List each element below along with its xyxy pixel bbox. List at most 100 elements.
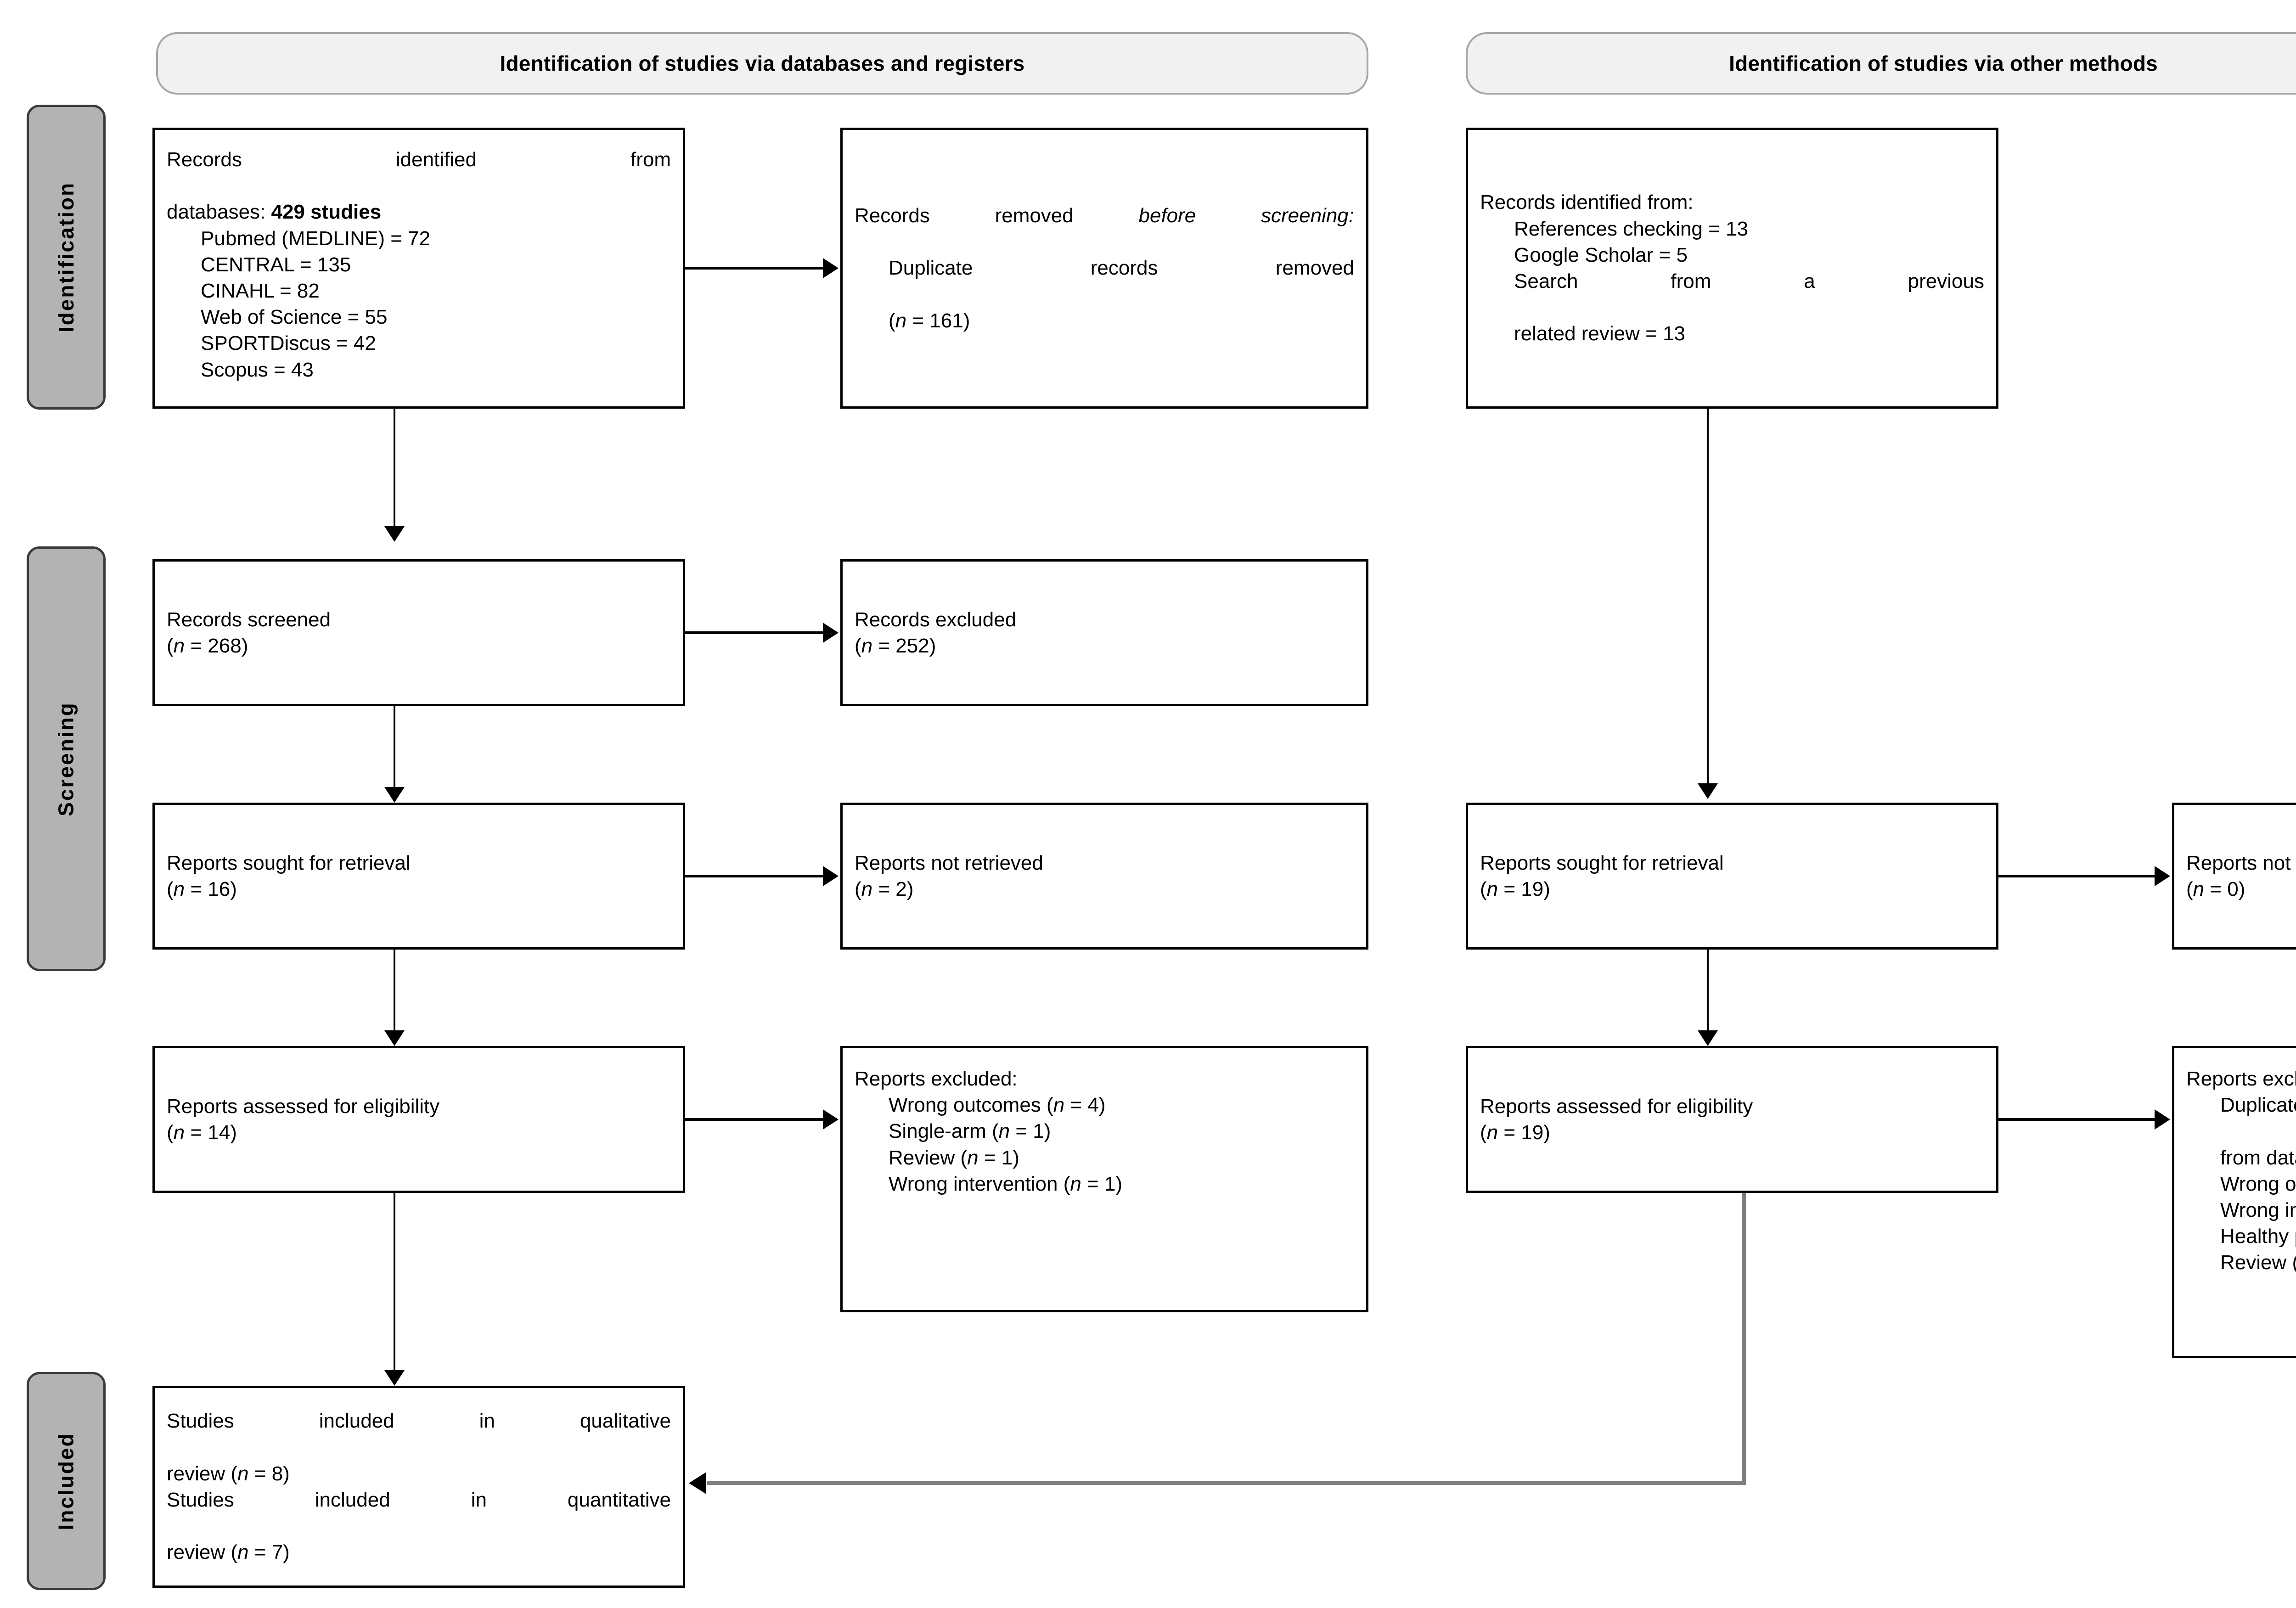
box-reports-assessed-databases: Reports assessed for eligibility (n = 14…: [152, 1046, 685, 1193]
box-reports-sought-databases: Reports sought for retrieval (n = 16): [152, 803, 685, 950]
exclusion-reason-text: Review: [2220, 1251, 2287, 1274]
qual-word-1: Studies: [167, 1410, 234, 1433]
exclusion-reason-text: Wrong intervention: [2220, 1198, 2296, 1221]
quant-word-4: quantitative: [567, 1489, 671, 1511]
connector-sought-to-not-retrieved-other: [1998, 875, 2155, 877]
arrowhead-sought-to-not-retrieved-other: [2155, 866, 2170, 886]
n-variable: n: [1486, 878, 1498, 900]
arrowhead-identified-to-screened: [384, 526, 405, 542]
n-variable: n: [173, 1121, 185, 1144]
n-value: 252: [895, 635, 929, 657]
other-source-item: Google Scholar = 5: [1514, 243, 1688, 266]
records-removed-heading: Records removed before screening:: [855, 202, 1354, 255]
records-removed-heading-plain: Records removed: [855, 204, 1074, 227]
connector-identified-to-screened: [394, 409, 395, 528]
source-item: CENTRAL = 135: [201, 253, 351, 276]
connector-assessed-to-excluded-other: [1998, 1118, 2155, 1121]
reports-assessed-count: (n = 14): [167, 1121, 237, 1144]
exclusion-reason: Healthy participants (n = 1): [2186, 1223, 2296, 1249]
box-records-identified-other-methods: Records identified from: References chec…: [1466, 128, 1998, 409]
reports-excluded-other-heading: Reports excluded:: [2186, 1068, 2296, 1090]
records-identified-total-value: 429 studies: [271, 201, 382, 224]
studies-included-quantitative-line2: review (n = 7): [167, 1541, 290, 1564]
stage-band-identification: Identification: [27, 105, 106, 410]
reports-assessed-other-count: (n = 19): [1480, 1121, 1550, 1144]
box-reports-excluded-databases: Reports excluded: Wrong outcomes (n = 4)…: [840, 1046, 1368, 1312]
n-variable: n: [237, 1541, 249, 1564]
other-source-word-3: a: [1804, 270, 1815, 292]
arrowhead-screened-to-sought: [384, 787, 405, 803]
reports-sought-label: Reports sought for retrieval: [167, 851, 411, 874]
n-value: 19: [1521, 1121, 1544, 1144]
exclusion-reason-wrapped: Duplicates of eligible studies: [2186, 1092, 2296, 1144]
n-value: 0: [2227, 878, 2239, 900]
dup-word-1: Duplicates: [2220, 1094, 2296, 1117]
arrowhead-sought-to-assessed-databases: [384, 1030, 405, 1046]
duplicate-records-removed-count: (n = 161): [855, 308, 1354, 334]
box-records-screened: Records screened (n = 268): [152, 559, 685, 706]
studies-included-quantitative-line1: Studies included in quantitative: [167, 1487, 671, 1539]
n-value: 8: [271, 1462, 283, 1485]
arrowhead-sought-to-not-retrieved-databases: [823, 866, 838, 886]
reports-excluded-heading: Reports excluded:: [855, 1068, 1018, 1090]
arrowhead-sought-to-assessed-other: [1698, 1030, 1718, 1046]
reports-not-retrieved-other-count: (n = 0): [2186, 878, 2245, 900]
paren-open: (: [889, 309, 895, 332]
box-reports-not-retrieved-other: Reports not retrieved (n = 0): [2172, 803, 2296, 950]
quant-word-5: review: [167, 1541, 225, 1564]
reports-sought-count: (n = 16): [167, 878, 237, 900]
records-excluded-count: (n = 252): [855, 635, 936, 657]
records-excluded-label: Records excluded: [855, 608, 1017, 631]
records-identified-total: databases: 429 studies: [167, 199, 671, 225]
other-source-word-1: Search: [1514, 270, 1578, 292]
exclusion-reason-text: Wrong outcomes: [889, 1094, 1041, 1117]
dup-word-5: from databases: [2220, 1146, 2296, 1169]
section-header-other-methods: Identification of studies via other meth…: [1466, 32, 2296, 95]
connector-sought-to-assessed-databases: [394, 950, 395, 1032]
stage-band-screening-label: Screening: [54, 701, 79, 816]
section-header-databases: Identification of studies via databases …: [156, 32, 1368, 95]
n-variable: n: [2193, 878, 2205, 900]
exclusion-reason-wrapped-tail: from databases (n = 6): [2186, 1145, 2296, 1171]
n-variable: n: [237, 1462, 249, 1485]
quant-word-3: in: [471, 1489, 487, 1511]
qual-word-4: qualitative: [580, 1410, 671, 1433]
reports-sought-other-label: Reports sought for retrieval: [1480, 851, 1724, 874]
connector-other-assessed-to-included-vertical: [1742, 1193, 1746, 1485]
reports-assessed-label: Reports assessed for eligibility: [167, 1095, 440, 1118]
arrowhead-assessed-to-included: [384, 1370, 405, 1386]
qual-word-3: in: [479, 1410, 495, 1433]
n-variable: n: [967, 1146, 979, 1169]
stage-band-included: Included: [27, 1372, 106, 1590]
exclusion-reason: Single-arm (n = 1): [889, 1120, 1051, 1143]
stage-band-screening: Screening: [27, 546, 106, 971]
connector-screened-to-sought: [394, 706, 395, 789]
exclusion-reason-text: Healthy participants: [2220, 1225, 2296, 1248]
other-source-word-2: from: [1671, 270, 1711, 292]
records-identified-word-2: identified: [395, 148, 477, 171]
n-value: 7: [271, 1541, 283, 1564]
reports-not-retrieved-other-label: Reports not retrieved: [2186, 851, 2296, 874]
connector-sought-to-not-retrieved-databases: [685, 875, 823, 877]
records-removed-heading-colon: :: [1348, 204, 1354, 227]
n-value: 1: [1001, 1146, 1013, 1169]
records-identified-title: Records identified from: [167, 146, 671, 199]
n-variable: n: [1070, 1172, 1081, 1195]
exclusion-reason: Wrong intervention (n = 1): [889, 1172, 1123, 1195]
box-reports-assessed-other: Reports assessed for eligibility (n = 19…: [1466, 1046, 1998, 1193]
duplicate-records-removed-text: Duplicate records removed: [889, 257, 1354, 280]
box-reports-excluded-other: Reports excluded: Duplicates of eligible…: [2172, 1046, 2296, 1358]
n-value: 1: [1104, 1172, 1116, 1195]
reports-not-retrieved-count: (n = 2): [855, 878, 914, 900]
n-value: 4: [1087, 1094, 1099, 1117]
records-screened-count: (n = 268): [167, 635, 248, 657]
arrowhead-assessed-to-excluded-other: [2155, 1109, 2170, 1130]
studies-included-qualitative-line1: Studies included in qualitative: [167, 1408, 671, 1460]
n-variable: n: [861, 878, 873, 900]
exclusion-reason-text: Review: [889, 1146, 955, 1169]
n-variable: n: [861, 635, 873, 657]
section-header-databases-label: Identification of studies via databases …: [500, 51, 1025, 75]
other-identified-heading: Records identified from:: [1480, 191, 1694, 214]
exclusion-reason-text: Single-arm: [889, 1120, 986, 1143]
exclusion-reason: Wrong outcomes (n = 6): [2186, 1171, 2296, 1197]
